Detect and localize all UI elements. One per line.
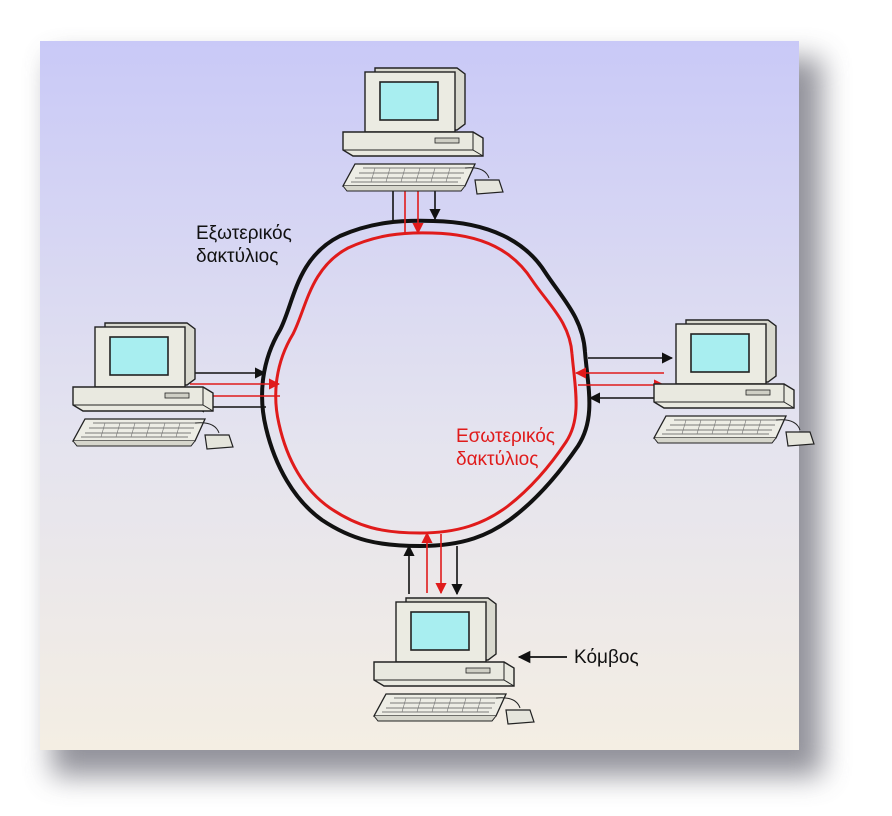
outer-ring (260, 218, 592, 549)
inner-ring-label-line1: Εσωτερικός (456, 426, 555, 447)
right-node-links (574, 352, 674, 404)
computer-bottom (373, 597, 535, 725)
outer-ring-label-line2: δακτύλιος (196, 246, 279, 267)
node-label: Κόμβος (574, 647, 639, 668)
outer-ring-label-line1: Εξωτερικός (196, 223, 292, 244)
inner-ring (274, 231, 578, 535)
computer-top (342, 67, 504, 195)
inner-ring-label-line2: δακτύλιος (456, 449, 539, 470)
bottom-node-links (403, 531, 463, 596)
computer-right (653, 319, 815, 447)
computer-left (72, 322, 234, 450)
